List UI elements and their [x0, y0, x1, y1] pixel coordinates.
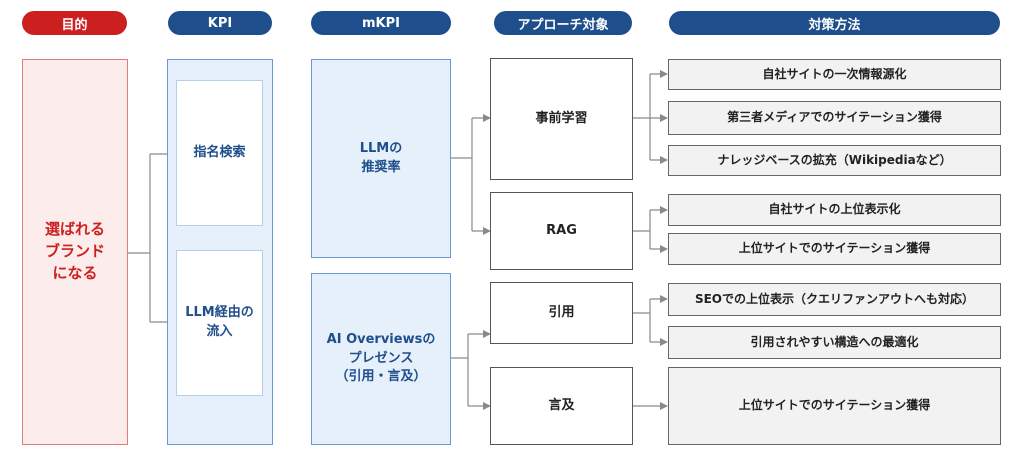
connector-pretraining [633, 74, 651, 160]
measure-7-label: 引用されやすい構造への最適化 [750, 334, 919, 349]
purpose-box: 選ばれる ブランド になる [22, 59, 128, 445]
mkpi-aio-line-3: （引用・言及） [335, 369, 427, 385]
purpose-line-3: になる [52, 263, 98, 282]
measure-citable-structure: 引用されやすい構造への最適化 [668, 326, 1001, 359]
header-measures: 対策方法 [669, 11, 1000, 35]
header-approach: アプローチ対象 [494, 11, 632, 35]
kpi-llm-inflow-line-1: LLM経由の [185, 305, 254, 321]
measure-8-label: 上位サイトでのサイテーション獲得 [738, 398, 931, 413]
approach-mention-label: 言及 [548, 397, 575, 413]
approach-mention: 言及 [490, 367, 633, 445]
mkpi-llm-recommend-line-1: LLMの [359, 140, 403, 156]
kpi-branded-search-label: 指名検索 [193, 144, 246, 160]
measure-3-label: ナレッジベースの拡充（Wikipediaなど） [717, 152, 952, 167]
purpose-line-1: 選ばれる [44, 220, 105, 239]
approach-citation-label: 引用 [548, 304, 575, 320]
connector-purpose [128, 154, 151, 322]
measure-top-site-citation: 上位サイトでのサイテーション獲得 [668, 233, 1001, 265]
mkpi-ai-overviews: AI Overviewsの プレゼンス （引用・言及） [311, 273, 451, 445]
approach-rag-label: RAG [546, 222, 577, 238]
measure-seo-ranking: SEOでの上位表示（クエリファンアウトへも対応） [668, 283, 1001, 316]
measure-primary-source: 自社サイトの一次情報源化 [668, 59, 1001, 90]
measure-own-site-ranking: 自社サイトの上位表示化 [668, 194, 1001, 226]
approach-pretraining: 事前学習 [490, 58, 633, 180]
mkpi-llm-recommend-line-2: 推奨率 [361, 159, 401, 175]
measure-6-label: SEOでの上位表示（クエリファンアウトへも対応） [694, 291, 975, 306]
mkpi-aio-line-1: AI Overviewsの [326, 331, 436, 347]
header-purpose: 目的 [22, 11, 127, 35]
mkpi-aio-line-2: プレゼンス [348, 350, 414, 366]
kpi-llm-inflow: LLM経由の 流入 [176, 250, 263, 396]
purpose-line-2: ブランド [44, 242, 105, 261]
connector-rag [633, 210, 651, 249]
measure-4-label: 自社サイトの上位表示化 [768, 202, 901, 217]
connector-citation [633, 299, 651, 342]
header-kpi: KPI [168, 11, 272, 35]
mkpi-llm-recommend: LLMの 推奨率 [311, 59, 451, 258]
measure-top-site-citation-mention: 上位サイトでのサイテーション獲得 [668, 367, 1001, 445]
header-mkpi: mKPI [311, 11, 451, 35]
approach-pretraining-label: 事前学習 [535, 110, 588, 126]
measure-5-label: 上位サイトでのサイテーション獲得 [738, 241, 931, 256]
measure-2-label: 第三者メディアでのサイテーション獲得 [727, 110, 942, 125]
measure-third-party-citation: 第三者メディアでのサイテーション獲得 [668, 101, 1001, 135]
connector-aio [451, 334, 469, 406]
connector-llm-recommend [451, 118, 473, 231]
kpi-llm-inflow-line-2: 流入 [206, 324, 233, 339]
kpi-branded-search: 指名検索 [176, 80, 263, 226]
approach-citation: 引用 [490, 282, 633, 344]
measure-1-label: 自社サイトの一次情報源化 [762, 66, 907, 81]
approach-rag: RAG [490, 192, 633, 270]
measure-knowledge-base: ナレッジベースの拡充（Wikipediaなど） [668, 145, 1001, 176]
